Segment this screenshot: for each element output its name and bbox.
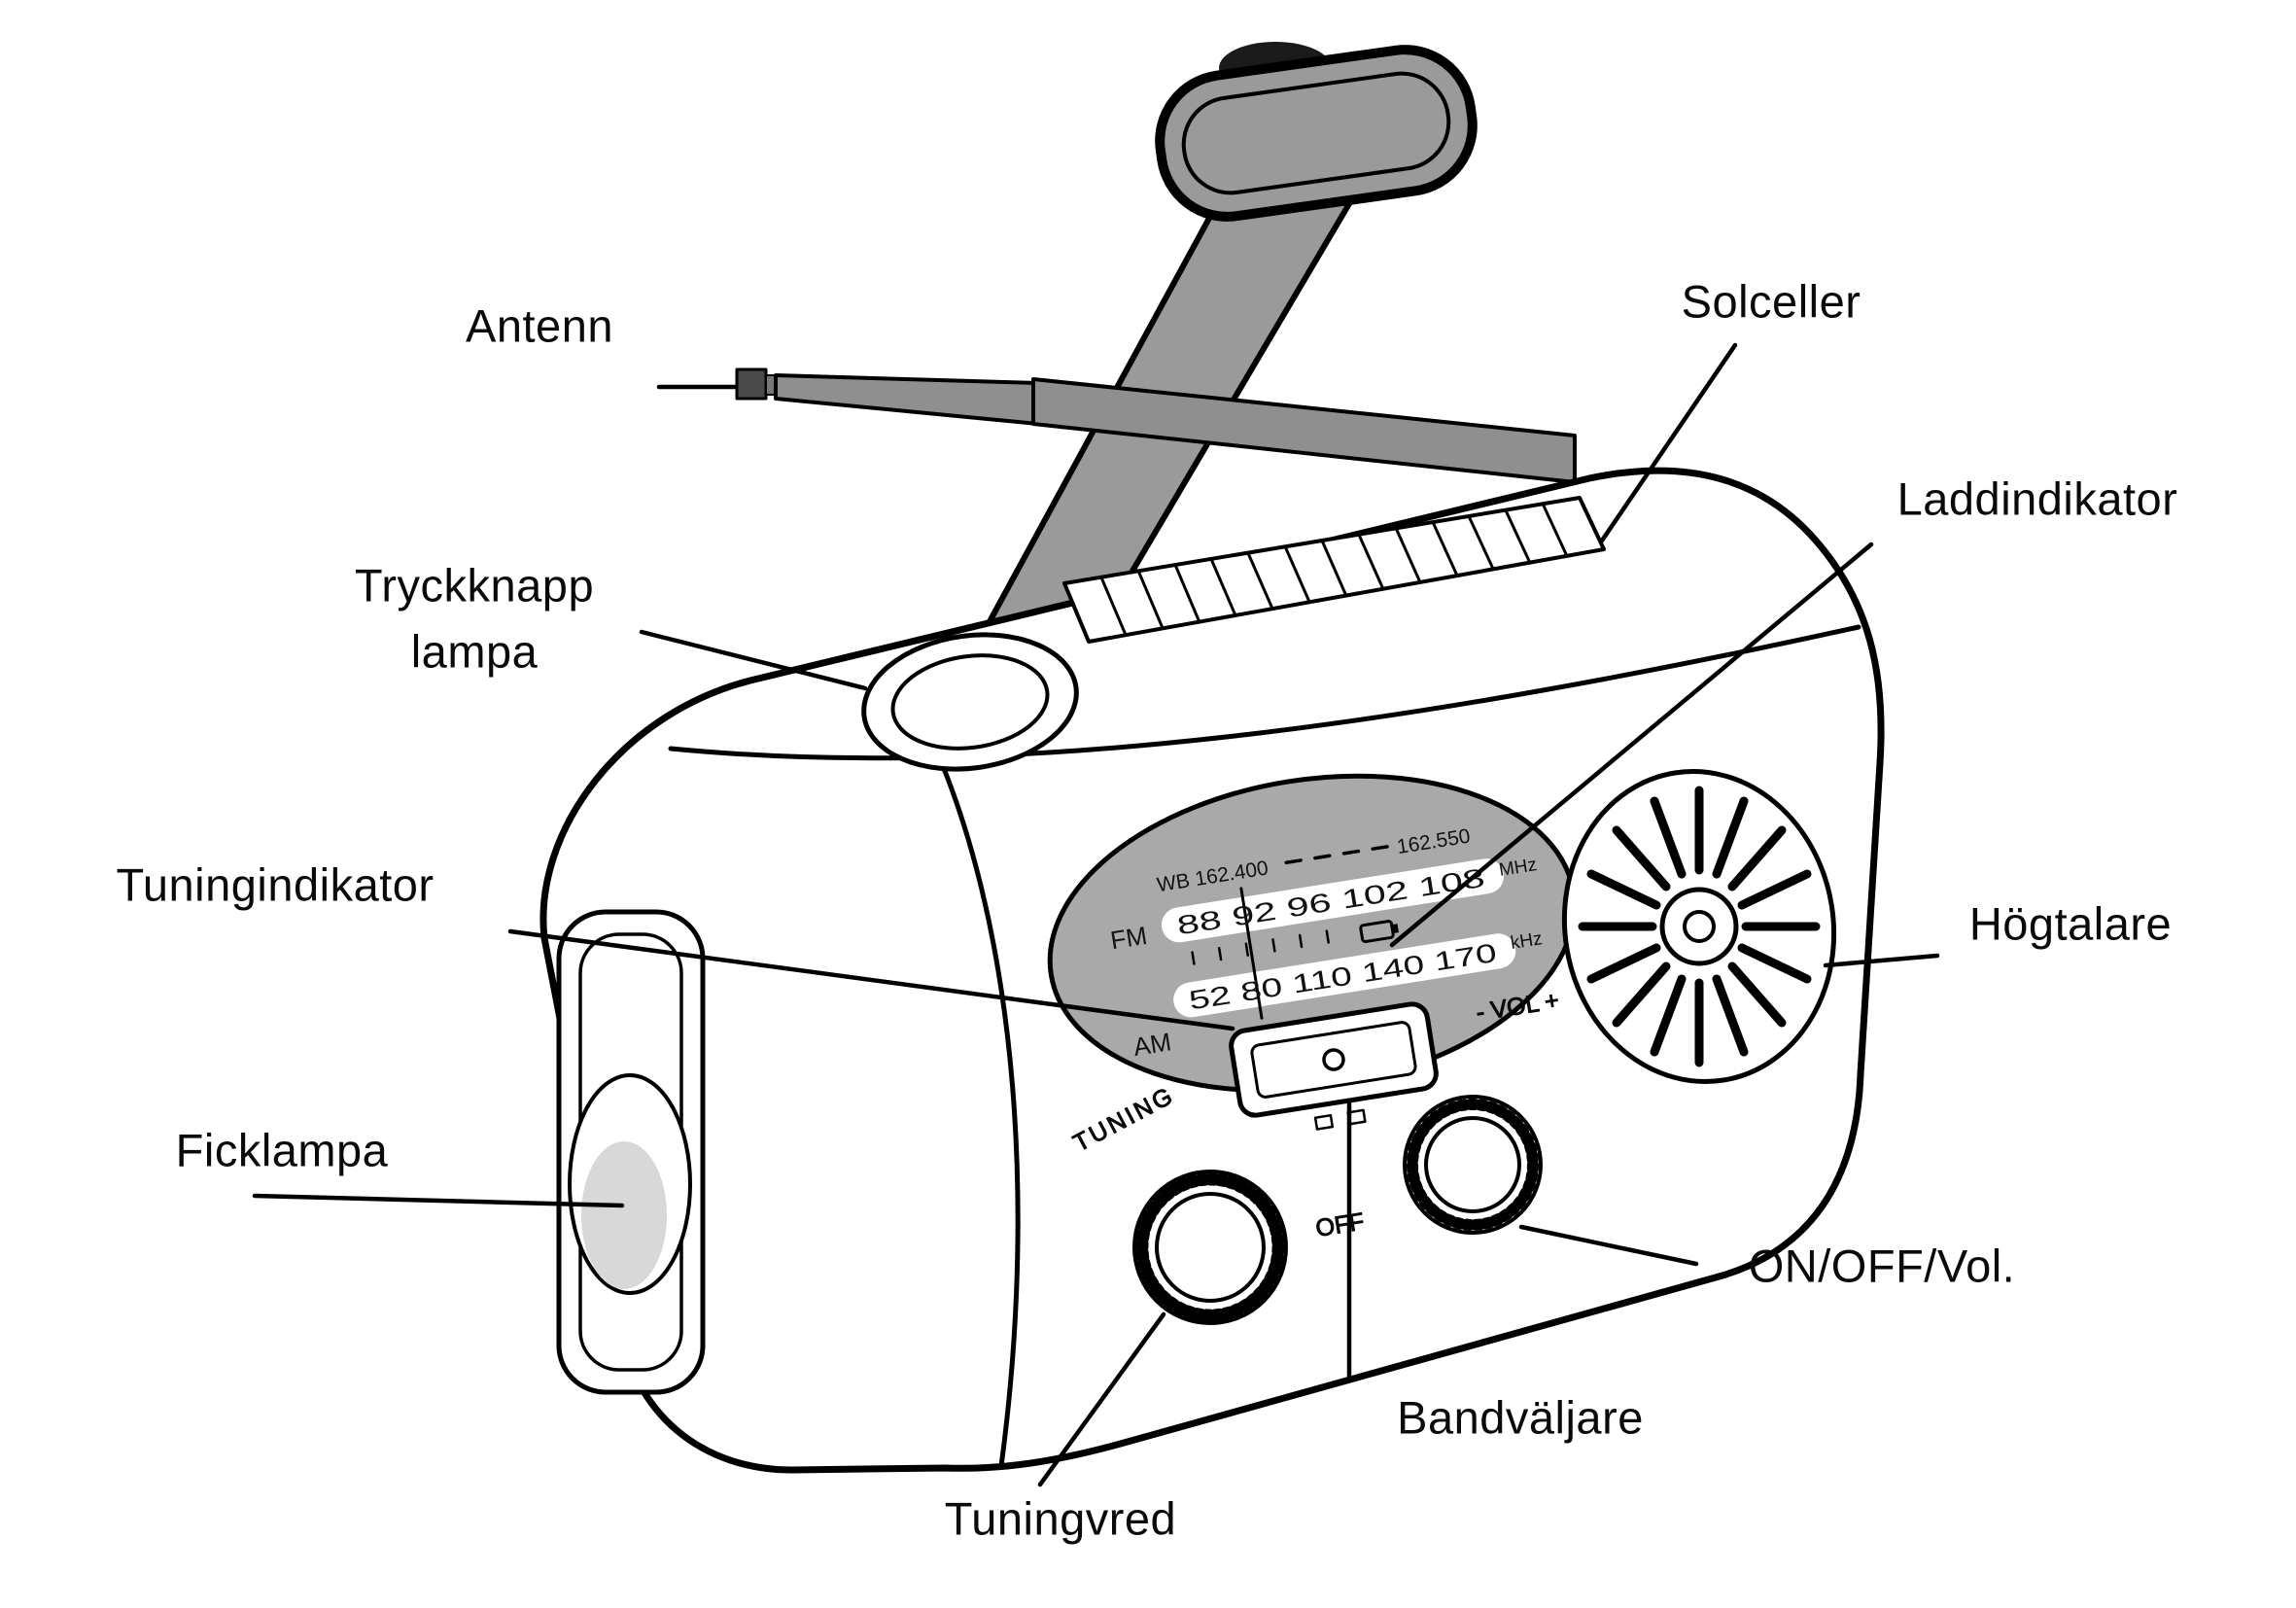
top-face-edge [668, 624, 1861, 761]
volume-knob-center [1424, 1116, 1521, 1213]
solar-cells-leader-line [1599, 342, 1738, 543]
frequency-dial: WB 162.400 162.550 FM 88 92 96 102 108 M… [1047, 773, 1578, 1094]
tuning-knob-knurl [1135, 1172, 1285, 1322]
charge-indicator-icon [1359, 920, 1399, 944]
band-selector-switch [1229, 1001, 1439, 1131]
fm-band-label: FM [1108, 921, 1149, 956]
band-position-mark-left [1313, 1113, 1335, 1131]
label-lamp-button-line1: Tryckknapp [354, 559, 595, 612]
tuning-indicator-leader-line [507, 928, 1235, 1031]
antenna-thin-segment [774, 373, 1040, 426]
tuning-knob-center [1155, 1192, 1266, 1303]
flashlight [556, 909, 706, 1395]
am-unit: kHz [1510, 928, 1545, 954]
am-band-label: AM [1131, 1027, 1173, 1062]
tuning-knob-leader-line [1037, 1311, 1166, 1487]
lamp-button-leader-line [639, 629, 868, 691]
on-off-volume-leader-line [1518, 1224, 1699, 1267]
crank-grip-inner-line [1181, 71, 1451, 195]
left-face-seam [940, 763, 1021, 1469]
volume-knob-knurl [1407, 1099, 1539, 1231]
label-lamp-button-line2: lampa [410, 625, 539, 678]
label-solar-cells: Solceller [1681, 275, 1861, 328]
label-band-selector: Bandväljare [1397, 1391, 1644, 1444]
flashlight-leader-line [252, 1193, 625, 1208]
flashlight-lens-shade [581, 1141, 667, 1289]
solar-panel [1062, 496, 1606, 644]
label-antenna: Antenn [466, 299, 613, 352]
label-tuning-indicator: Tuningindikator [116, 858, 435, 911]
solar-panel-stripes [1099, 502, 1569, 637]
antenna-tip-cap [735, 367, 768, 401]
speaker-leader-line [1823, 953, 1940, 968]
tuning-needle [1239, 887, 1264, 1020]
antenna [735, 367, 1577, 484]
label-tuning-knob: Tuningvred [944, 1492, 1177, 1545]
speaker [1561, 769, 1837, 1084]
wb-scale-ticks [1284, 845, 1389, 865]
speaker-hub-hole [1683, 910, 1716, 943]
charge-indicator-leader-line [1389, 542, 1874, 948]
label-speaker: Högtalare [1968, 897, 2173, 950]
lamp-button-inner-ring [890, 653, 1050, 751]
label-on-off-volume: ON/OFF/Vol. [1748, 1240, 2016, 1292]
crank-grip [1155, 45, 1478, 222]
leader-lines [252, 342, 1940, 1487]
band-selector-track [1250, 1021, 1417, 1099]
band-selector-knob [1322, 1048, 1345, 1071]
lamp-button [861, 632, 1079, 772]
label-charge-indicator: Laddindikator [1896, 472, 2178, 525]
label-flashlight: Ficklampa [175, 1124, 389, 1176]
volume-knob: - VOL + OFF [1313, 986, 1561, 1242]
mid-scale-ticks [1191, 929, 1330, 965]
speaker-slots [1578, 786, 1821, 1067]
speaker-hub [1659, 887, 1739, 966]
